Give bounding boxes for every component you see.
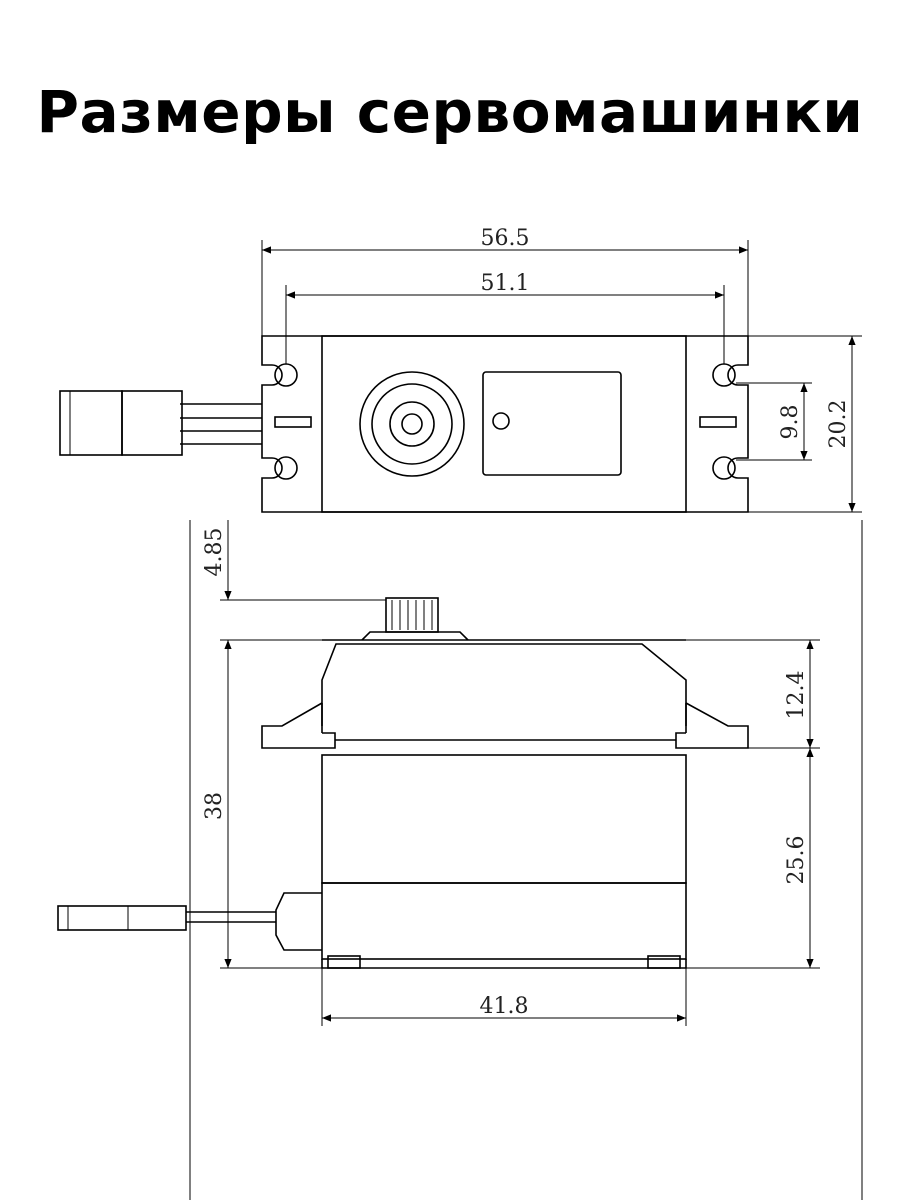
mount-slot-right: [699, 416, 737, 428]
bottom-plate: [321, 959, 687, 969]
output-gear-spline: [389, 401, 435, 447]
mount-hole-br: [712, 456, 736, 480]
dim-upper-height: 12.4: [784, 671, 809, 720]
cable-strain-relief: [275, 892, 322, 951]
top-view-dimensions: 56.5 51.1 9.8 20.2: [261, 226, 862, 513]
page-title: Размеры сервомашинки: [36, 78, 864, 146]
output-gear-outer: [359, 371, 465, 477]
top-view: [59, 335, 749, 513]
output-gear-screw: [401, 413, 423, 435]
spline-base: [361, 631, 469, 641]
mount-hole-tl: [274, 363, 298, 387]
mount-hole-tr: [712, 363, 736, 387]
output-gear-ring: [371, 383, 453, 465]
dim-hole-pitch: 9.8: [778, 405, 803, 440]
top-view-flange: [261, 335, 749, 513]
lower-case: [321, 882, 687, 960]
dim-total-height: 38: [202, 792, 227, 820]
dim-spline-height: 4.85: [202, 528, 227, 577]
output-spline: [385, 597, 439, 633]
mount-tab-left: [261, 702, 336, 749]
dim-hole-spacing: 51.1: [481, 271, 530, 296]
mount-slot-left: [274, 416, 312, 428]
connector-top-view: [59, 390, 123, 456]
label-window-dot: [492, 412, 510, 430]
middle-case: [321, 754, 687, 884]
foot-left: [327, 955, 361, 969]
upper-case: [321, 643, 687, 733]
dim-total-width: 20.2: [826, 400, 851, 449]
side-view: [57, 597, 749, 969]
dim-body-length: 41.8: [480, 994, 529, 1019]
connector-side-view: [57, 905, 187, 931]
dim-total-length: 56.5: [481, 226, 530, 251]
foot-right: [647, 955, 681, 969]
connector-collar-top-view: [121, 390, 183, 456]
side-view-dimensions: 4.85 38 12.4 25.6 41.8: [189, 520, 863, 1200]
mount-hole-bl: [274, 456, 298, 480]
label-window: [482, 371, 622, 476]
dim-lower-height: 25.6: [784, 836, 809, 885]
top-view-body: [321, 335, 687, 513]
